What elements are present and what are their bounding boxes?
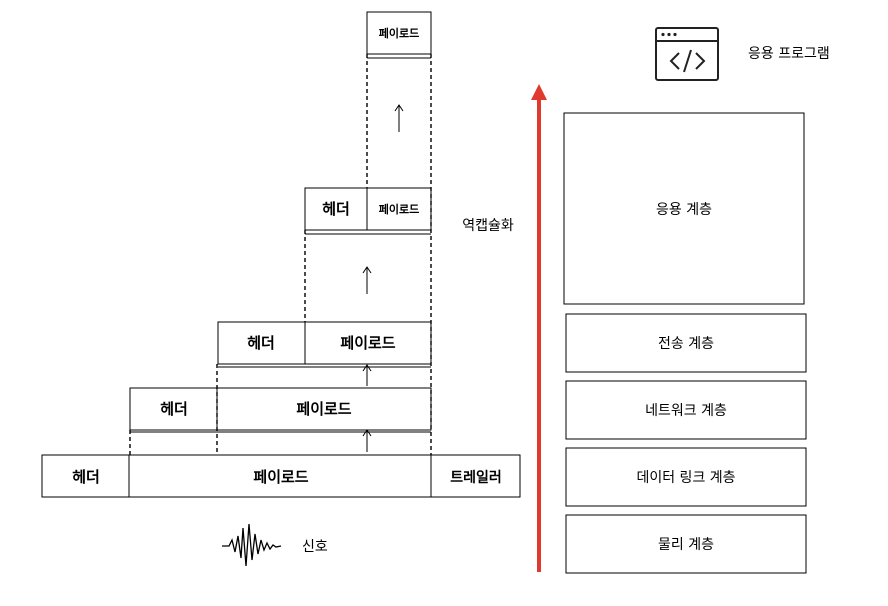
transport-payload-label: 페이로드: [340, 334, 395, 352]
dashed-guides: [129, 54, 432, 455]
network-payload-label: 페이로드: [296, 400, 351, 418]
application-segment: 헤더 페이로드: [304, 187, 432, 231]
decapsulation-arrow-head: [531, 84, 547, 100]
top-payload-box: [366, 11, 432, 55]
transport-header-label: 헤더: [247, 334, 275, 352]
data-link-trailer-label: 트레일러: [450, 470, 502, 486]
up-arrow-icon: [362, 266, 372, 294]
signal-waveform-icon: [222, 523, 282, 567]
up-arrow-icon: [362, 364, 372, 386]
network-header-label: 헤더: [160, 400, 188, 418]
data-link-layer-label: 데이터 링크 계층: [636, 470, 735, 486]
network-layer-box: [565, 380, 807, 440]
physical-layer-label: 물리 계층: [658, 537, 714, 553]
code-window-icon: [655, 27, 719, 81]
up-arrow-icon: [362, 429, 372, 452]
application-layer-label: 응용 계층: [656, 202, 712, 218]
application-program-label: 응용 프로그램: [748, 46, 830, 62]
physical-layer-box: [565, 514, 807, 574]
transport-layer-box: [565, 313, 807, 373]
transport-segment: 헤더 페이로드: [217, 321, 432, 365]
data-link-layer-box: [565, 447, 807, 507]
transport-layer-label: 전송 계층: [658, 336, 714, 352]
application-layer-box: [563, 112, 805, 305]
network-layer-label: 네트워크 계층: [645, 403, 727, 419]
top-payload: 페이로드: [366, 11, 432, 55]
application-payload-label: 페이로드: [379, 202, 419, 216]
decapsulation-label: 역캡슐화: [462, 218, 514, 234]
data-link-frame: 헤더 페이로드 트레일러: [41, 454, 521, 498]
up-arrows: [362, 104, 404, 452]
decapsulation-arrow: [531, 84, 547, 572]
layer-stack: 응용 계층 전송 계층 네트워크 계층 데이터 링크 계층 물리 계층: [563, 112, 807, 574]
application-header-label: 헤더: [322, 200, 350, 218]
network-packet: 헤더 페이로드: [129, 387, 432, 431]
data-link-header-label: 헤더: [72, 468, 100, 486]
gap-rules: [130, 57, 431, 433]
data-link-frame-box: [41, 454, 521, 498]
signal-label: 신호: [302, 539, 328, 555]
network-packet-box: [129, 387, 432, 431]
data-link-payload-label: 페이로드: [253, 468, 308, 486]
up-arrow-icon: [394, 104, 404, 132]
application-segment-box: [304, 187, 432, 231]
top-payload-label: 페이로드: [379, 26, 419, 40]
transport-segment-box: [217, 321, 432, 365]
